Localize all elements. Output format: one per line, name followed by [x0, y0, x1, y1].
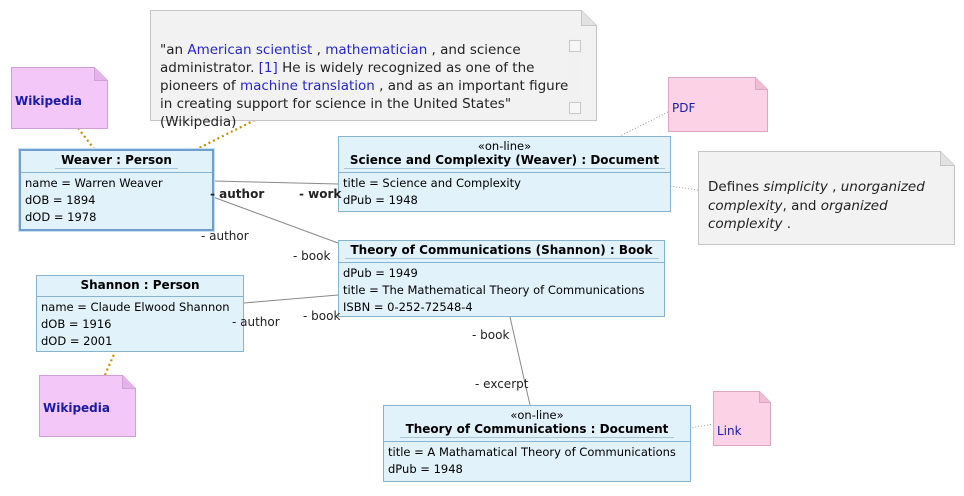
quote-scrollbar[interactable]: [568, 38, 582, 116]
link-citation-1[interactable]: [1]: [258, 60, 278, 76]
attribute-dob: dOB = 1916: [41, 317, 112, 331]
role-book-shannon: - book: [303, 309, 341, 323]
quote-text: "an American scientist , mathematician ,…: [160, 42, 569, 130]
role-author-weaver-book: - author: [201, 229, 249, 243]
stereotype-label: «on-line»: [510, 408, 564, 422]
communications-document-object[interactable]: «on-line» Theory of Communications : Doc…: [383, 405, 691, 482]
link-note: Link: [713, 391, 771, 446]
link-mathematician[interactable]: mathematician: [325, 42, 428, 58]
definition-text: Defines simplicity , unorganized complex…: [708, 179, 925, 232]
attribute-dod: dOD = 2001: [41, 334, 113, 348]
object-title: Theory of Communications (Shannon) : Boo…: [339, 241, 664, 263]
shannon-person-object[interactable]: Shannon : Person name = Claude Elwood Sh…: [36, 275, 244, 352]
pdf-link[interactable]: PDF: [672, 101, 696, 115]
link-weaver-book: [212, 196, 339, 244]
scroll-up-icon[interactable]: [569, 40, 581, 52]
wikipedia-link[interactable]: Wikipedia: [15, 94, 82, 108]
anchor-pdf-science: [619, 111, 669, 137]
anchor-wiki-shannon: [103, 351, 117, 376]
object-attributes: name = Warren Weaver dOB = 1894 dOD = 19…: [21, 173, 212, 228]
role-author-weaver-science: - author: [210, 187, 265, 201]
link-weaver-science: [212, 180, 339, 185]
pdf-note: PDF: [668, 77, 768, 132]
attribute-name: name = Claude Elwood Shannon: [41, 300, 230, 314]
attribute-dob: dOB = 1894: [25, 193, 96, 207]
object-attributes: name = Claude Elwood Shannon dOB = 1916 …: [37, 297, 243, 352]
object-title: «on-line» Science and Complexity (Weaver…: [339, 137, 670, 173]
attribute-name: name = Warren Weaver: [25, 176, 163, 190]
note-shape: [11, 67, 108, 129]
science-complexity-document-object[interactable]: «on-line» Science and Complexity (Weaver…: [338, 136, 671, 212]
link-machine-translation[interactable]: machine translation: [239, 78, 375, 94]
quote-note-shape: [150, 10, 597, 121]
object-title: «on-line» Theory of Communications : Doc…: [384, 406, 690, 442]
role-book-weaver: - book: [293, 249, 331, 263]
role-book-document: - book: [472, 328, 510, 342]
wikipedia-link[interactable]: Wikipedia: [43, 401, 110, 415]
object-attributes: title = A Mathamatical Theory of Communi…: [384, 442, 690, 480]
role-excerpt: - excerpt: [475, 377, 529, 391]
anchor-def-science: [669, 185, 699, 191]
role-work: - work: [299, 187, 342, 201]
stereotype-label: «on-line»: [477, 139, 532, 153]
definition-note: Defines simplicity , unorganized complex…: [698, 151, 955, 245]
object-attributes: dPub = 1949 title = The Mathematical The…: [339, 263, 664, 318]
scroll-down-icon[interactable]: [569, 102, 581, 114]
wikipedia-note-shannon: Wikipedia: [39, 375, 136, 437]
note-shape: [668, 77, 768, 132]
role-author-shannon: - author: [232, 315, 280, 329]
anchor-link-document: [689, 423, 715, 429]
anchor-wiki-weaver: [77, 127, 96, 151]
weaver-person-object[interactable]: Weaver : Person name = Warren Weaver dOB…: [19, 149, 214, 231]
attribute-dpub: dPub = 1948: [388, 462, 463, 476]
object-attributes: title = Science and Complexity dPub = 19…: [339, 173, 670, 211]
link-book-document: [509, 316, 531, 406]
attribute-dod: dOD = 1978: [25, 210, 97, 224]
object-title: Shannon : Person: [37, 276, 243, 297]
object-title: Weaver : Person: [21, 151, 212, 173]
note-shape: [39, 375, 136, 437]
attribute-isbn: ISBN = 0-252-72548-4: [343, 300, 473, 314]
link-american-scientist[interactable]: American scientist: [187, 42, 313, 58]
communications-book-object[interactable]: Theory of Communications (Shannon) : Boo…: [338, 240, 665, 317]
anchor-quote-weaver: [194, 119, 256, 151]
attribute-title: title = A Mathamatical Theory of Communi…: [388, 445, 676, 459]
attribute-title: title = Science and Complexity: [343, 176, 521, 190]
attribute-dpub: dPub = 1948: [343, 193, 418, 207]
attribute-title: title = The Mathematical Theory of Commu…: [343, 283, 645, 297]
note-shape: [713, 391, 771, 446]
attribute-dpub: dPub = 1949: [343, 266, 418, 280]
note-shape: [698, 151, 955, 245]
link-shannon-book: [243, 294, 339, 304]
wikipedia-note-weaver: Wikipedia: [11, 67, 108, 129]
link-link[interactable]: Link: [717, 424, 742, 438]
quote-note: "an American scientist , mathematician ,…: [150, 10, 597, 130]
